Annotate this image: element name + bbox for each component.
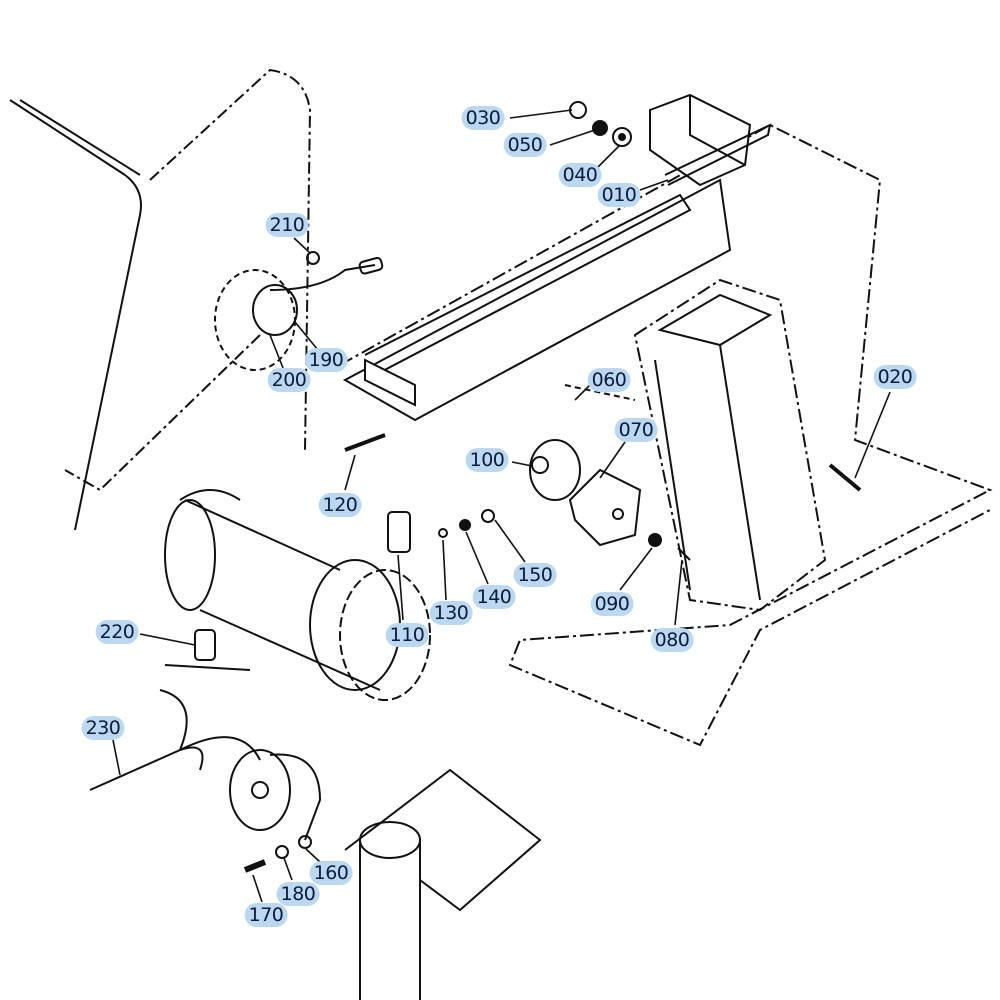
washer-140 — [459, 519, 471, 531]
harness-230 — [89, 689, 261, 791]
callout-140[interactable]: 140 — [472, 585, 516, 609]
callout-080[interactable]: 080 — [650, 628, 694, 652]
callout-030[interactable]: 030 — [461, 106, 505, 130]
callout-200[interactable]: 200 — [267, 368, 311, 392]
sensor-220 — [164, 629, 251, 671]
washer-180 — [275, 845, 289, 859]
callout-160[interactable]: 160 — [309, 861, 353, 885]
regulator-070 — [529, 384, 642, 547]
callout-210[interactable]: 210 — [265, 213, 309, 237]
horn — [229, 749, 322, 841]
callout-170[interactable]: 170 — [244, 903, 288, 927]
callout-220[interactable]: 220 — [95, 620, 139, 644]
callout-150[interactable]: 150 — [513, 563, 557, 587]
callout-180[interactable]: 180 — [276, 882, 320, 906]
callout-130[interactable]: 130 — [429, 601, 473, 625]
air-cleaner — [164, 489, 431, 701]
bolt-170 — [243, 859, 267, 873]
callout-190[interactable]: 190 — [304, 348, 348, 372]
washer-090 — [648, 533, 662, 547]
tank — [344, 768, 542, 1000]
washer-160 — [298, 835, 312, 849]
callout-050[interactable]: 050 — [503, 133, 547, 157]
nut-150 — [481, 509, 495, 523]
callout-120[interactable]: 120 — [318, 493, 362, 517]
nut-030 — [569, 101, 587, 119]
leader-lines — [112, 109, 891, 903]
callout-090[interactable]: 090 — [590, 592, 634, 616]
callout-060[interactable]: 060 — [587, 368, 631, 392]
callout-010[interactable]: 010 — [597, 183, 641, 207]
washer-130 — [438, 528, 448, 538]
frame — [339, 123, 993, 747]
bolt-020 — [828, 463, 862, 492]
cover-panel — [9, 68, 312, 531]
callout-100[interactable]: 100 — [465, 448, 509, 472]
washer-050 — [592, 120, 608, 136]
relay-010 — [649, 93, 772, 187]
connector-110 — [387, 511, 411, 553]
bolt-080 — [677, 547, 691, 561]
callout-110[interactable]: 110 — [385, 623, 429, 647]
callout-020[interactable]: 020 — [873, 365, 917, 389]
callout-230[interactable]: 230 — [81, 716, 125, 740]
callout-040[interactable]: 040 — [558, 163, 602, 187]
switch-assembly — [64, 251, 384, 492]
bolt-120 — [344, 433, 386, 452]
callout-070[interactable]: 070 — [614, 418, 658, 442]
washer-040 — [612, 127, 632, 147]
